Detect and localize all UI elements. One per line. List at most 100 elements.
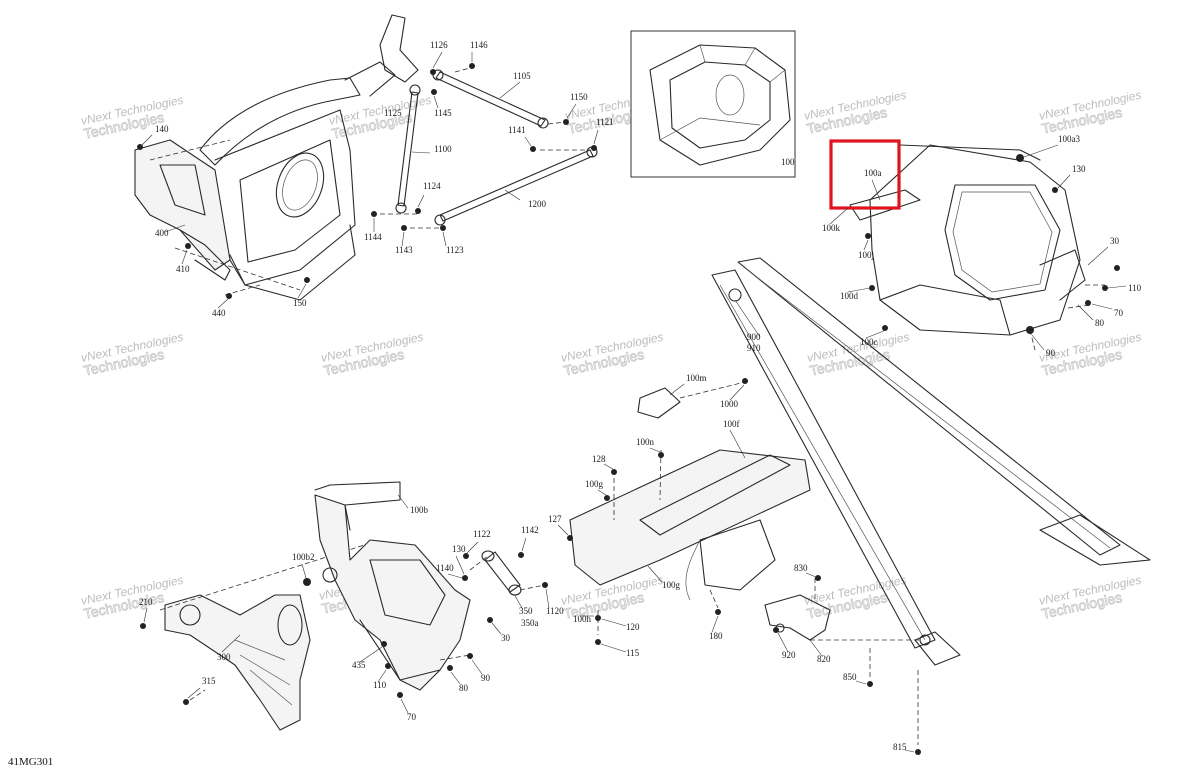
leader-line [829, 207, 849, 225]
assembly-line [519, 584, 546, 591]
leader-line [187, 687, 201, 699]
leader-line [593, 129, 599, 145]
highlight-box [829, 139, 901, 210]
bracket-820-body [764, 594, 831, 641]
link-350-end [481, 550, 495, 562]
rail-pivot [919, 634, 931, 646]
assembly-line [224, 284, 261, 296]
leader-line [1107, 285, 1127, 289]
floor-plate-assembly [569, 381, 811, 635]
assembly-line [454, 67, 471, 73]
callout-c315: 315 [202, 676, 216, 686]
frame-box-inner [239, 139, 341, 263]
frame-round-opening [275, 152, 325, 218]
frame-panel-cutout [159, 164, 206, 216]
leader-line [669, 383, 685, 396]
leader-line [597, 489, 607, 496]
callout-c830: 830 [794, 563, 808, 573]
bolt-1000 [742, 378, 748, 384]
bolt-110b [385, 663, 391, 669]
assembly-line [439, 654, 471, 661]
rail-900-end [914, 631, 961, 666]
leader-line [847, 287, 871, 293]
callout-c70a: 70 [1114, 308, 1124, 318]
callout-c1150: 1150 [570, 92, 588, 102]
leader-line [1091, 303, 1113, 310]
rod-end [537, 117, 549, 129]
callout-c100g2: 100g [662, 580, 681, 590]
callout-c100h: 100h [573, 614, 592, 624]
bolt-100c [882, 325, 888, 331]
leader-line [217, 298, 229, 309]
bolt-70 [1085, 300, 1091, 306]
bolt-30 [1114, 265, 1120, 271]
plate-300-boss [179, 604, 201, 626]
front-frame-opening [944, 184, 1061, 301]
rail-pivot [728, 288, 742, 302]
bolt-830 [815, 575, 821, 581]
frame-round-opening-inner [282, 159, 318, 211]
bolt-315 [183, 699, 189, 705]
leader-line [1057, 174, 1071, 189]
callout-c1146: 1146 [470, 40, 488, 50]
callout-c1120: 1120 [546, 606, 564, 616]
callout-c100: 100 [781, 157, 795, 167]
leader-line [649, 447, 661, 453]
leader-line [491, 622, 502, 635]
callout-c815: 815 [893, 742, 907, 752]
floor-bracket [699, 519, 776, 591]
callout-c100k: 100k [822, 223, 841, 233]
frame-tube-joint [344, 61, 396, 97]
bolt-410 [185, 243, 191, 249]
leader-line [181, 249, 188, 265]
assembly-line [469, 555, 489, 571]
bolt-110 [1102, 285, 1108, 291]
leader-line [871, 179, 881, 201]
callout-c1126: 1126 [430, 40, 448, 50]
leader-line [401, 231, 405, 247]
leader-line [647, 565, 663, 583]
leader-line [400, 698, 409, 714]
leader-line [442, 231, 447, 247]
inset-frame-outline [649, 44, 791, 166]
callout-c1100: 1100 [434, 144, 452, 154]
plate-300 [164, 594, 311, 731]
bushing-100b2 [303, 578, 311, 586]
bolt-100n [658, 452, 664, 458]
bolt-150 [304, 277, 310, 283]
callout-c435: 435 [352, 660, 366, 670]
callout-c150: 150 [293, 298, 307, 308]
watermark: vNext Technologies Technologies [560, 330, 665, 379]
callout-c1000: 1000 [720, 399, 739, 409]
callout-c100f: 100f [723, 419, 740, 429]
leader-line [359, 646, 383, 663]
callout-c120: 120 [626, 622, 640, 632]
callout-c70b: 70 [407, 712, 417, 722]
callout-c140: 140 [155, 124, 169, 134]
rear-frame-assembly [134, 14, 419, 301]
watermark: vNext Technologies Technologies [1038, 88, 1143, 137]
leader-line [164, 224, 186, 233]
callout-c1121: 1121 [596, 117, 614, 127]
callout-c100m: 100m [686, 373, 707, 383]
leader-line [863, 239, 869, 251]
leader-line [455, 555, 465, 575]
frame-bottom-rail [229, 224, 356, 301]
bolt-120 [595, 615, 601, 621]
callout-c300: 300 [217, 652, 231, 662]
assembly-line [547, 121, 566, 125]
bolt-1141 [530, 146, 536, 152]
callout-c110a: 110 [1128, 283, 1142, 293]
leader-line [711, 615, 719, 633]
leader-line [809, 639, 823, 657]
watermark: vNext Technologies Technologies [320, 330, 425, 379]
callout-c127: 127 [548, 514, 562, 524]
inset-border [630, 30, 796, 178]
callout-c100j: 100j [858, 250, 874, 260]
bolt-1123 [440, 225, 446, 231]
rod-end [434, 214, 446, 226]
frame-tube [199, 77, 361, 166]
inset-frame-edges [659, 44, 786, 141]
callout-c910: 910 [747, 343, 761, 353]
callout-c1145: 1145 [434, 108, 452, 118]
